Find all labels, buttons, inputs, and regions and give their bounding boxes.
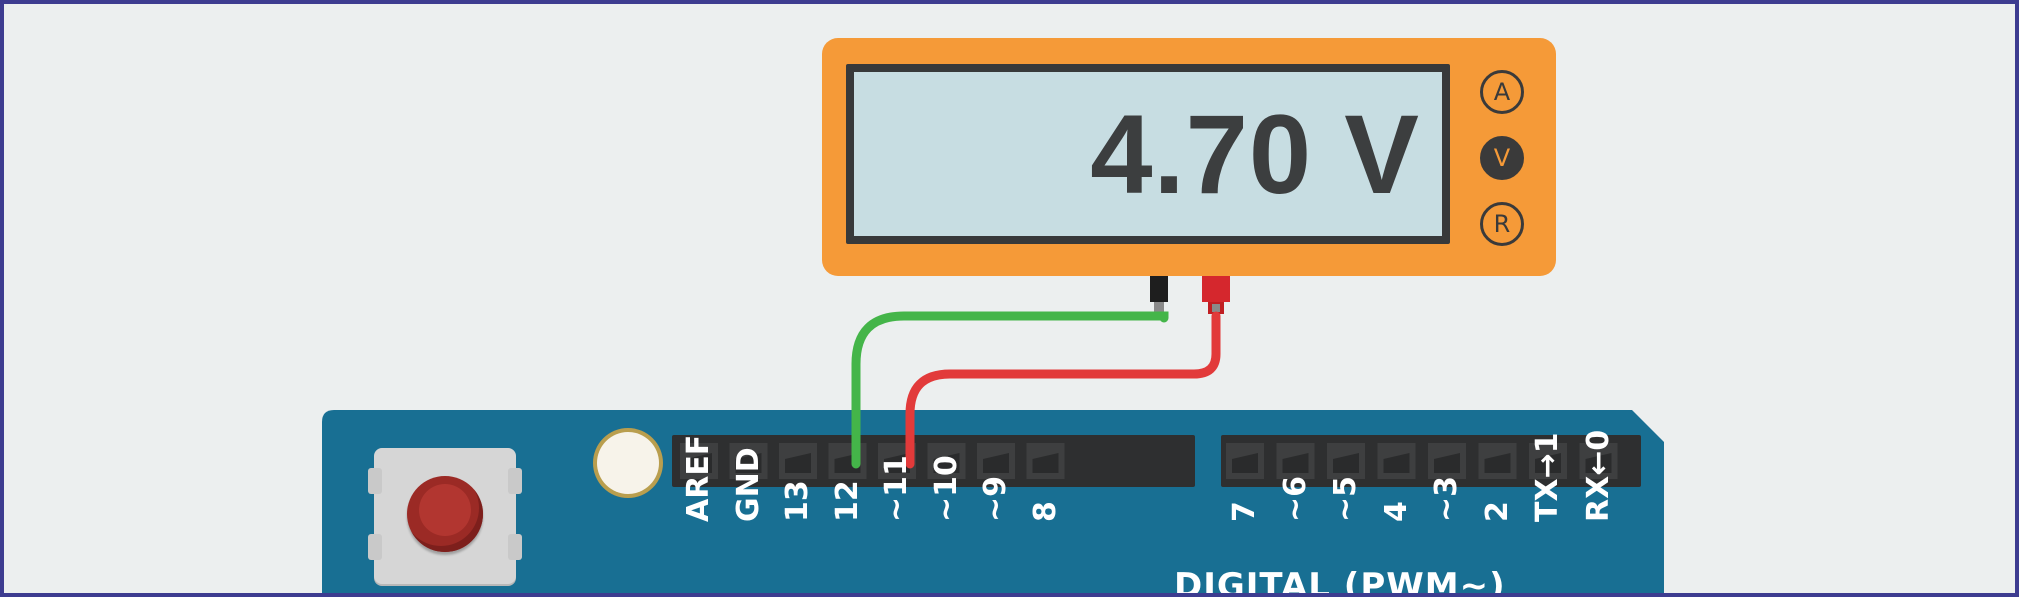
pin-hole (1232, 453, 1258, 473)
pin-socket[interactable] (1327, 443, 1365, 479)
pin-hole (1535, 453, 1561, 473)
pin-label: ~6 (1277, 475, 1313, 522)
pin-socket[interactable] (828, 443, 867, 479)
pin-hole (1585, 453, 1612, 473)
pin-socket[interactable] (878, 443, 916, 479)
pin-hole (785, 453, 811, 473)
reset-button-housing (368, 448, 522, 584)
pin-hole (1434, 453, 1460, 473)
pin-hole (1032, 453, 1059, 473)
pin-socket[interactable] (1579, 443, 1618, 479)
pin-socket[interactable] (779, 443, 817, 479)
pin-hole (686, 453, 712, 473)
pin-socket[interactable] (1026, 443, 1065, 479)
pin-socket[interactable] (1377, 443, 1416, 479)
pin-label: 13 (780, 480, 815, 522)
red-probe (1202, 276, 1230, 302)
pin-hole (983, 453, 1009, 473)
pin-label: ~9 (978, 475, 1013, 522)
pin-label: 4 (1378, 501, 1414, 522)
board-pcb (322, 410, 1664, 593)
pin-socket[interactable] (680, 443, 718, 479)
pin-label: ~5 (1328, 475, 1363, 522)
header-right (1221, 435, 1641, 487)
pin-socket[interactable] (1226, 443, 1264, 479)
mode-voltmeter-button[interactable]: V (1480, 136, 1524, 180)
pin-label: RX←0 (1580, 429, 1616, 522)
ground-wire (851, 311, 1169, 469)
mode-resistance-button[interactable]: R (1480, 202, 1524, 246)
voltage-reading: 4.70 V (1090, 92, 1420, 217)
pin-hole (735, 453, 762, 473)
pin-hole (1282, 453, 1309, 473)
pin-label: ~3 (1429, 475, 1464, 522)
pin-socket[interactable] (1478, 443, 1517, 479)
probe-connectors (1150, 276, 1230, 314)
pin-socket[interactable] (1276, 443, 1315, 479)
mounting-hole (597, 432, 659, 494)
reset-button[interactable] (407, 476, 483, 552)
black-probe (1150, 276, 1168, 302)
pin-label: 8 (1027, 501, 1063, 522)
pin-label: 2 (1479, 501, 1515, 522)
pin-label: ~10 (928, 455, 964, 522)
pin-socket[interactable] (927, 443, 966, 479)
mode-ammeter-button[interactable]: A (1480, 70, 1524, 114)
multimeter-display: 4.70 V (846, 64, 1450, 244)
pin-label: AREF (681, 434, 716, 522)
pin-hole (1484, 453, 1511, 473)
pin-label: 7 (1227, 501, 1262, 522)
pin-hole (1333, 453, 1359, 473)
pin-hole (884, 453, 910, 473)
pin-hole (834, 453, 861, 473)
signal-wire (905, 311, 1221, 469)
pin-socket[interactable] (977, 443, 1015, 479)
pin-socket[interactable] (729, 443, 768, 479)
pin-label: GND (730, 447, 766, 522)
pin-label: 12 (829, 480, 865, 522)
pin-hole (1383, 453, 1410, 473)
pin-label: TX→1 (1530, 432, 1565, 522)
pin-socket[interactable] (1529, 443, 1567, 479)
digital-pwm-label: DIGITAL (PWM~) (1174, 566, 1506, 597)
pin-socket[interactable] (1428, 443, 1466, 479)
pin-label: ~11 (879, 455, 914, 522)
pin-hole (933, 453, 960, 473)
header-left (672, 435, 1195, 487)
multimeter[interactable]: 4.70 V A V R (822, 38, 1556, 276)
